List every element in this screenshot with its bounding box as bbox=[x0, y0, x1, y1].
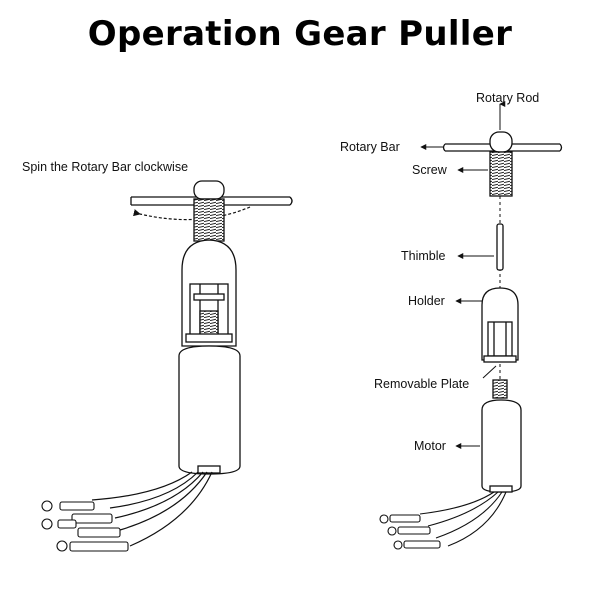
label-holder: Holder bbox=[408, 294, 445, 308]
gear-part bbox=[492, 379, 508, 399]
label-rotary-bar: Rotary Bar bbox=[340, 140, 400, 154]
clockwise-arrow-icon bbox=[133, 206, 251, 221]
removable-plate-part bbox=[483, 355, 517, 363]
label-removable-plate: Removable Plate bbox=[374, 377, 469, 391]
rotary-rod-knob bbox=[489, 131, 513, 153]
motor bbox=[178, 345, 241, 475]
rod-knob bbox=[193, 180, 225, 200]
label-thimble: Thimble bbox=[401, 249, 446, 263]
wire-connectors bbox=[41, 500, 129, 552]
page-title: Operation Gear Puller bbox=[87, 14, 513, 54]
assembled-puller: Spin the Rotary Bar clockwise bbox=[22, 160, 293, 552]
wire-connectors-part bbox=[379, 514, 441, 550]
gear bbox=[199, 310, 219, 338]
screw bbox=[193, 198, 225, 242]
screw-part bbox=[489, 151, 513, 197]
instruction-text: Spin the Rotary Bar clockwise bbox=[22, 160, 188, 174]
label-rotary-rod: Rotary Rod bbox=[476, 91, 539, 105]
motor-wires-part bbox=[419, 491, 507, 547]
label-screw: Screw bbox=[412, 163, 448, 177]
exploded-view: Rotary Rod Rotary Bar Screw Thimble Hold… bbox=[340, 91, 563, 550]
motor-part bbox=[481, 399, 522, 493]
removable-plate bbox=[185, 333, 233, 343]
motor-wires bbox=[91, 471, 213, 547]
thimble-part bbox=[496, 223, 504, 271]
label-motor: Motor bbox=[414, 439, 446, 453]
